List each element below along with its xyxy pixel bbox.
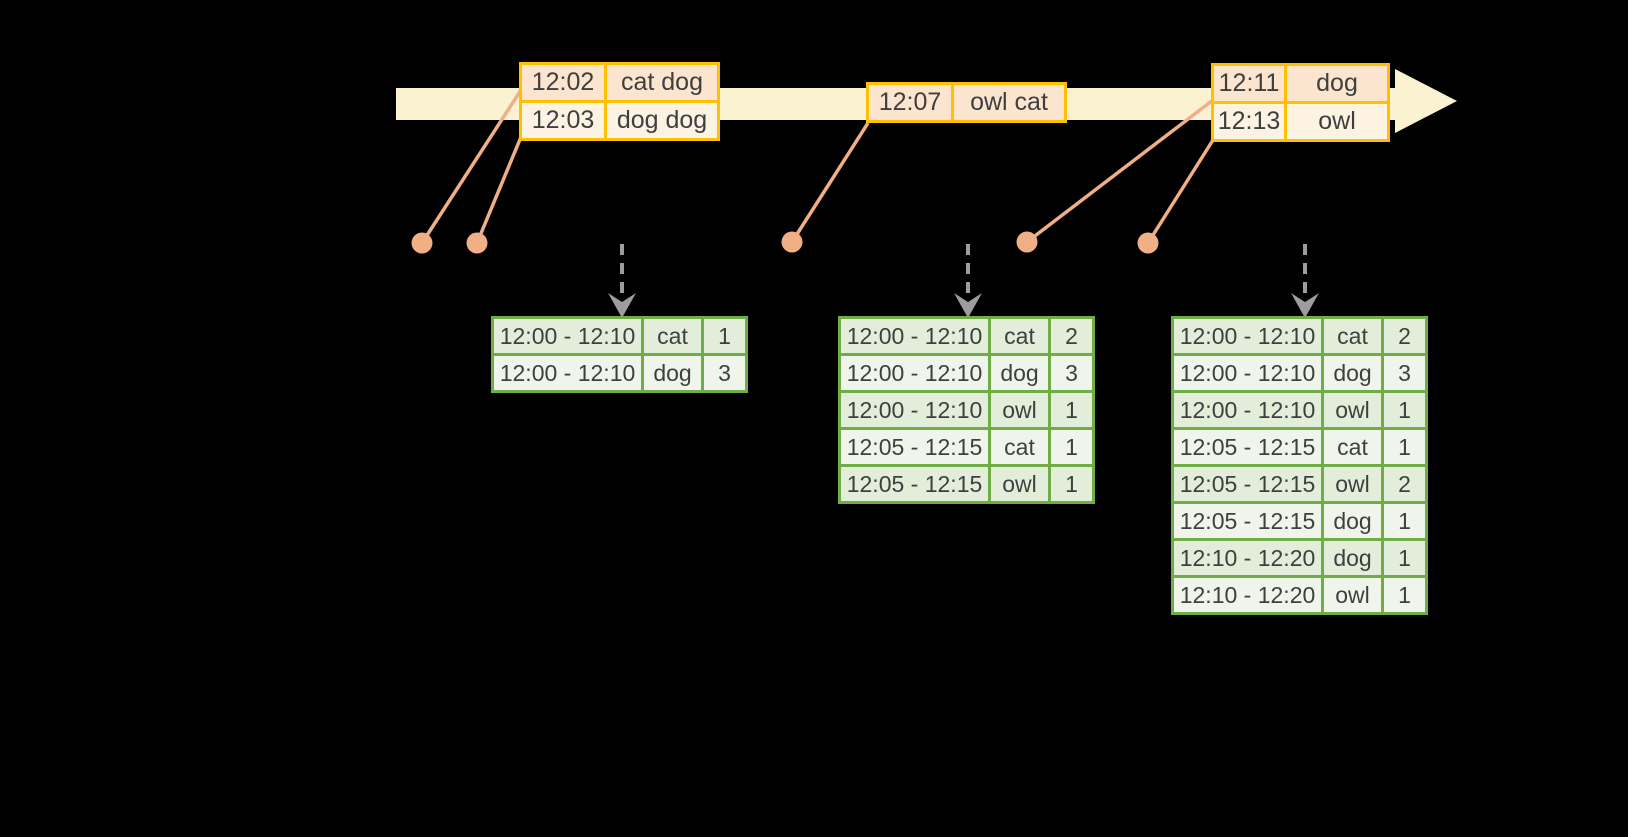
event-words-cell: cat dog <box>604 62 720 103</box>
event-time-cell: 12:13 <box>1211 101 1287 142</box>
table-row: 12:00 - 12:10 dog 3 <box>491 353 748 393</box>
word-cell: owl <box>1321 390 1384 430</box>
event-words-cell: owl <box>1284 101 1390 142</box>
event-dot-icon <box>411 232 433 254</box>
event-words-cell: dog dog <box>604 100 720 141</box>
table-row: 12:00 - 12:10 owl 1 <box>1171 390 1428 430</box>
result-table-2: 12:00 - 12:10 cat 2 12:00 - 12:10 dog 3 … <box>838 316 1095 504</box>
word-cell: cat <box>641 316 704 356</box>
window-cell: 12:00 - 12:10 <box>1171 353 1324 393</box>
window-cell: 12:00 - 12:10 <box>491 353 644 393</box>
count-cell: 1 <box>1048 427 1095 467</box>
event-time-cell: 12:02 <box>519 62 607 103</box>
table-row: 12:05 - 12:15 owl 1 <box>838 464 1095 504</box>
word-cell: owl <box>988 464 1051 504</box>
event-dot-icon <box>466 232 488 254</box>
count-cell: 1 <box>1381 575 1428 615</box>
table-row: 12:00 - 12:10 cat 1 <box>491 316 748 356</box>
table-row: 12:03 dog dog <box>519 100 720 141</box>
event-dot-icon <box>781 231 803 253</box>
event-connector-line <box>475 136 523 244</box>
count-cell: 3 <box>1048 353 1095 393</box>
word-cell: owl <box>988 390 1051 430</box>
event-table-2: 12:07 owl cat <box>866 82 1067 123</box>
word-cell: dog <box>1321 353 1384 393</box>
table-row: 12:00 - 12:10 dog 3 <box>838 353 1095 393</box>
window-cell: 12:00 - 12:10 <box>1171 316 1324 356</box>
event-dot-icon <box>1137 232 1159 254</box>
table-row: 12:07 owl cat <box>866 82 1067 123</box>
window-cell: 12:00 - 12:10 <box>838 353 991 393</box>
result-table-3: 12:00 - 12:10 cat 2 12:00 - 12:10 dog 3 … <box>1171 316 1428 615</box>
event-connector-line <box>420 89 523 244</box>
table-row: 12:11 dog <box>1211 63 1390 104</box>
window-cell: 12:05 - 12:15 <box>1171 427 1324 467</box>
table-row: 12:00 - 12:10 dog 3 <box>1171 353 1428 393</box>
count-cell: 3 <box>1381 353 1428 393</box>
table-row: 12:13 owl <box>1211 101 1390 142</box>
event-connector-line <box>1025 98 1215 244</box>
timeline-arrowhead-icon <box>1395 69 1457 133</box>
event-connector-line <box>790 122 870 243</box>
table-row: 12:10 - 12:20 owl 1 <box>1171 575 1428 615</box>
event-words-cell: owl cat <box>951 82 1067 123</box>
word-cell: dog <box>641 353 704 393</box>
word-cell: dog <box>1321 501 1384 541</box>
count-cell: 1 <box>1048 390 1095 430</box>
count-cell: 1 <box>1048 464 1095 504</box>
window-cell: 12:05 - 12:15 <box>1171 464 1324 504</box>
count-cell: 1 <box>1381 538 1428 578</box>
table-row: 12:05 - 12:15 owl 2 <box>1171 464 1428 504</box>
window-cell: 12:10 - 12:20 <box>1171 575 1324 615</box>
window-cell: 12:00 - 12:10 <box>491 316 644 356</box>
table-row: 12:05 - 12:15 cat 1 <box>838 427 1095 467</box>
event-table-3: 12:11 dog 12:13 owl <box>1211 63 1390 142</box>
table-row: 12:10 - 12:20 dog 1 <box>1171 538 1428 578</box>
table-row: 12:02 cat dog <box>519 62 720 103</box>
word-cell: cat <box>1321 427 1384 467</box>
word-cell: cat <box>1321 316 1384 356</box>
count-cell: 1 <box>1381 427 1428 467</box>
table-row: 12:00 - 12:10 cat 2 <box>1171 316 1428 356</box>
word-cell: owl <box>1321 464 1384 504</box>
word-cell: owl <box>1321 575 1384 615</box>
count-cell: 2 <box>1048 316 1095 356</box>
count-cell: 2 <box>1381 464 1428 504</box>
window-cell: 12:05 - 12:15 <box>838 464 991 504</box>
window-cell: 12:00 - 12:10 <box>838 316 991 356</box>
table-row: 12:00 - 12:10 cat 2 <box>838 316 1095 356</box>
event-dot-icon <box>1016 231 1038 253</box>
event-words-cell: dog <box>1284 63 1390 104</box>
count-cell: 2 <box>1381 316 1428 356</box>
event-table-1: 12:02 cat dog 12:03 dog dog <box>519 62 720 141</box>
word-cell: cat <box>988 427 1051 467</box>
trigger-arrowhead-icon <box>608 293 636 318</box>
table-row: 12:05 - 12:15 cat 1 <box>1171 427 1428 467</box>
result-table-1: 12:00 - 12:10 cat 1 12:00 - 12:10 dog 3 <box>491 316 748 393</box>
count-cell: 3 <box>701 353 748 393</box>
window-cell: 12:00 - 12:10 <box>1171 390 1324 430</box>
table-row: 12:00 - 12:10 owl 1 <box>838 390 1095 430</box>
event-time-cell: 12:03 <box>519 100 607 141</box>
event-time-cell: 12:07 <box>866 82 954 123</box>
window-cell: 12:00 - 12:10 <box>838 390 991 430</box>
window-cell: 12:05 - 12:15 <box>1171 501 1324 541</box>
count-cell: 1 <box>1381 501 1428 541</box>
table-row: 12:05 - 12:15 dog 1 <box>1171 501 1428 541</box>
event-time-cell: 12:11 <box>1211 63 1287 104</box>
word-cell: dog <box>988 353 1051 393</box>
count-cell: 1 <box>1381 390 1428 430</box>
window-cell: 12:05 - 12:15 <box>838 427 991 467</box>
window-cell: 12:10 - 12:20 <box>1171 538 1324 578</box>
word-cell: cat <box>988 316 1051 356</box>
trigger-arrowhead-icon <box>1291 293 1319 318</box>
count-cell: 1 <box>701 316 748 356</box>
event-connector-line <box>1146 139 1215 244</box>
trigger-arrowhead-icon <box>954 293 982 318</box>
word-cell: dog <box>1321 538 1384 578</box>
